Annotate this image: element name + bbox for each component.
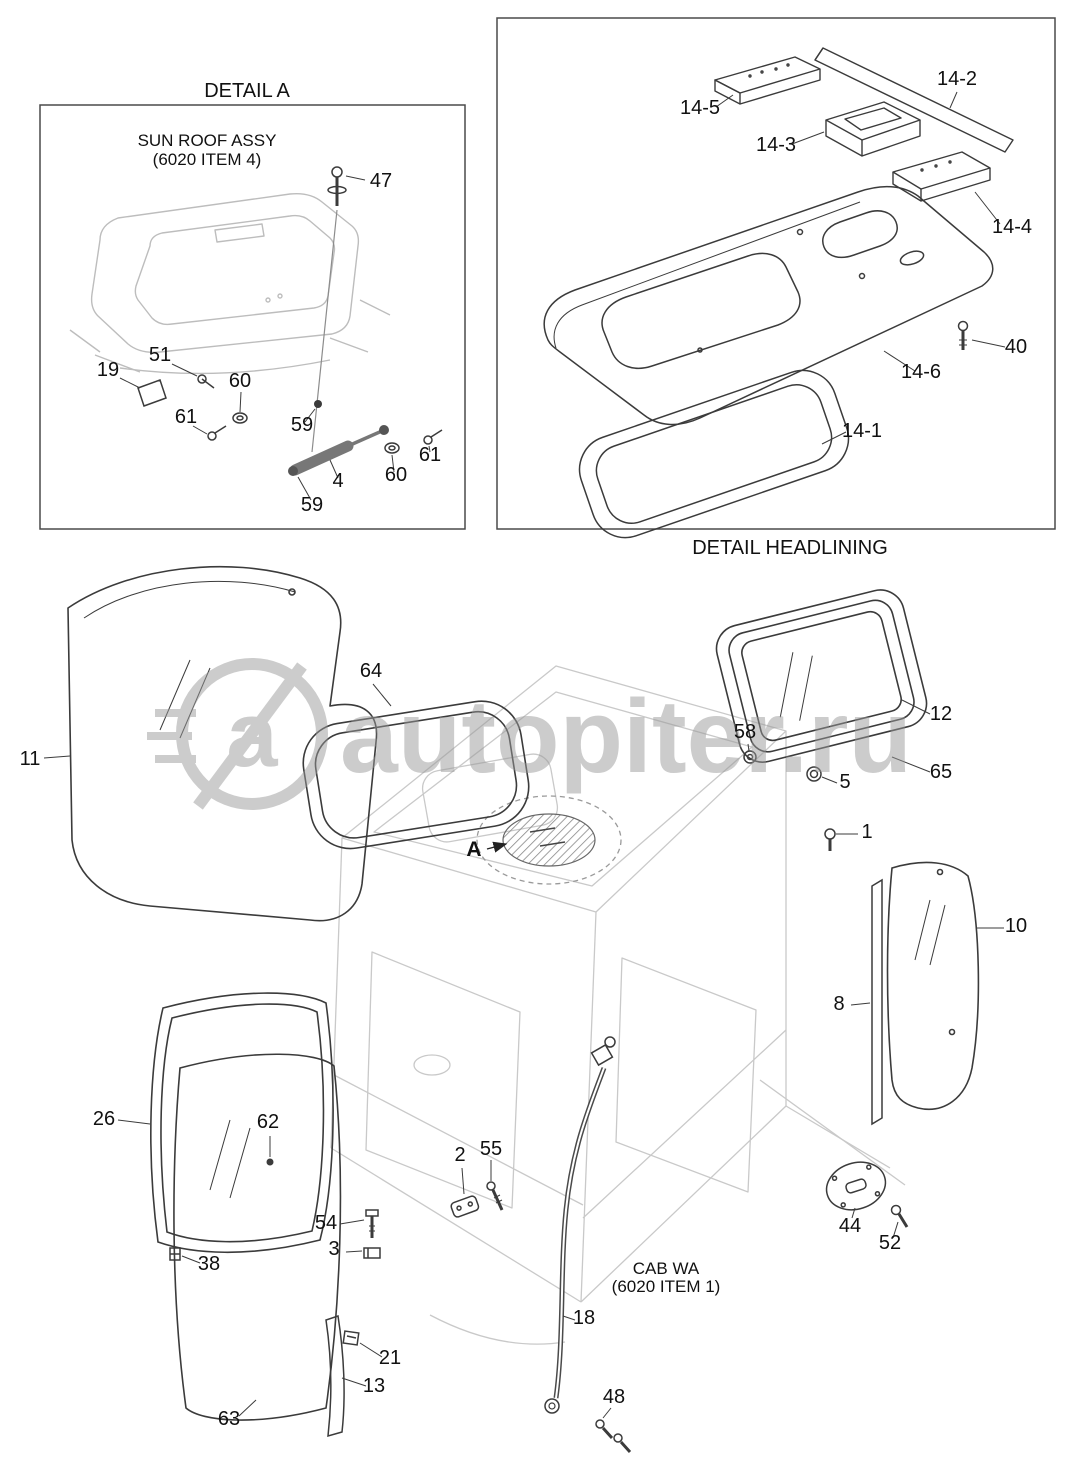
part-label-54: 54 xyxy=(315,1212,337,1234)
side-glass-10 xyxy=(886,861,980,1110)
bolt-52 xyxy=(890,1204,909,1228)
wiring-harness-18 xyxy=(544,1036,616,1414)
clip-21 xyxy=(342,1330,360,1346)
part-label-11: 11 xyxy=(20,748,41,770)
part-label-14-2: 14-2 xyxy=(937,68,977,90)
leader-lines-headlining xyxy=(715,91,1006,445)
watermark: a autopiter.ru xyxy=(147,658,912,810)
sunroof-ballstud-59-top xyxy=(314,400,322,408)
glass-strip-13 xyxy=(325,1315,345,1438)
watermark-text: autopiter.ru xyxy=(340,679,912,795)
part-label-59-bottom: 59 xyxy=(301,494,323,516)
sunroof-assembly-sketch xyxy=(69,192,391,375)
part-label-4: 4 xyxy=(332,470,343,492)
part-label-14-4: 14-4 xyxy=(992,216,1032,238)
clip-3 xyxy=(363,1247,381,1259)
headlining-pad-14-5 xyxy=(714,56,821,105)
part-label-65: 65 xyxy=(930,761,952,783)
part-label-60-left: 60 xyxy=(229,370,251,392)
gas-strut-4 xyxy=(288,425,389,476)
sunroof-screw-51 xyxy=(197,374,215,389)
headlining-pad-14-4 xyxy=(892,151,991,202)
part-label-14-1: 14-1 xyxy=(842,420,882,442)
headlining-panel-14-6 xyxy=(543,185,994,426)
roof-hatch-seal-64 xyxy=(302,700,530,850)
cab-wa-note-line1: CAB WA xyxy=(633,1259,700,1278)
part-label-5: 5 xyxy=(839,771,850,793)
watermark-logo-icon: a xyxy=(147,658,328,810)
headlining-screw-40 xyxy=(957,320,969,350)
part-label-52: 52 xyxy=(879,1232,901,1254)
part-label-2: 2 xyxy=(454,1144,465,1166)
plate-2 xyxy=(450,1195,480,1218)
door-seal-26 xyxy=(150,992,334,1254)
headlining-duct-14-3 xyxy=(825,101,921,157)
part-label-55: 55 xyxy=(480,1138,502,1160)
part-label-8: 8 xyxy=(833,993,844,1015)
part-label-44: 44 xyxy=(839,1215,861,1237)
bolts-48 xyxy=(595,1419,632,1454)
headlining-caption: DETAIL HEADLINING xyxy=(692,537,888,559)
callout-a: A xyxy=(466,838,481,861)
detail-a-box xyxy=(39,104,466,530)
headlining-box xyxy=(496,17,1056,530)
leader-lines-main xyxy=(43,683,1004,1419)
sunroof-bushing-60-left xyxy=(232,412,248,424)
sunroof-assy-note-line2: (6020 ITEM 4) xyxy=(153,150,262,169)
part-label-60-right: 60 xyxy=(385,464,407,486)
cab-wa-note-line2: (6020 ITEM 1) xyxy=(612,1277,721,1296)
bolt-54 xyxy=(365,1209,379,1238)
part-label-40: 40 xyxy=(1005,336,1027,358)
sunroof-pin-61-right xyxy=(423,429,443,445)
sunroof-bolt-47 xyxy=(311,166,347,453)
door-glass-63 xyxy=(173,1053,342,1421)
detail-a-title: DETAIL A xyxy=(204,80,290,102)
part-label-18: 18 xyxy=(573,1307,595,1329)
cover-plate-44 xyxy=(825,1161,887,1211)
part-label-3: 3 xyxy=(328,1238,339,1260)
part-label-48: 48 xyxy=(603,1386,625,1408)
sunroof-bracket-19 xyxy=(137,379,167,407)
watermark-logo-letter: a xyxy=(226,684,278,786)
front-glass-11 xyxy=(67,565,378,922)
detail-a-reference-area xyxy=(486,813,596,867)
part-label-58: 58 xyxy=(734,721,756,743)
part-label-13: 13 xyxy=(363,1375,385,1397)
part-label-26: 26 xyxy=(93,1108,115,1130)
sunroof-assy-note-line1: SUN ROOF ASSY xyxy=(138,131,277,150)
part-label-63: 63 xyxy=(218,1408,240,1430)
sunroof-bushing-60-right xyxy=(384,442,400,454)
part-label-14-3: 14-3 xyxy=(756,134,796,156)
part-label-51: 51 xyxy=(149,344,171,366)
window-sash-8 xyxy=(871,878,883,1126)
part-label-10: 10 xyxy=(1005,915,1027,937)
part-label-61-right: 61 xyxy=(419,444,441,466)
part-label-12: 12 xyxy=(930,703,952,725)
part-label-59-top: 59 xyxy=(291,414,313,436)
part-label-19: 19 xyxy=(97,359,119,381)
part-label-21: 21 xyxy=(379,1347,401,1369)
sunroof-pin-61-left xyxy=(207,425,227,441)
bolt-1 xyxy=(824,828,836,851)
part-label-14-5: 14-5 xyxy=(680,97,720,119)
part-label-61-left: 61 xyxy=(175,406,197,428)
headlining-seal-14-1 xyxy=(578,369,850,539)
grommet-58 xyxy=(743,750,757,764)
clip-38 xyxy=(169,1247,181,1261)
ring-5 xyxy=(806,766,822,782)
rear-window-12 xyxy=(715,589,928,763)
pin-62 xyxy=(266,1158,274,1166)
part-label-14-6: 14-6 xyxy=(901,361,941,383)
leader-lines-detail-a xyxy=(119,175,431,501)
part-label-1: 1 xyxy=(861,821,872,843)
screw-55 xyxy=(486,1181,504,1211)
part-label-38: 38 xyxy=(198,1253,220,1275)
part-label-64: 64 xyxy=(360,660,382,682)
headlining-strip-14-2 xyxy=(814,47,1014,153)
part-label-47: 47 xyxy=(370,170,392,192)
part-label-62: 62 xyxy=(257,1111,279,1133)
